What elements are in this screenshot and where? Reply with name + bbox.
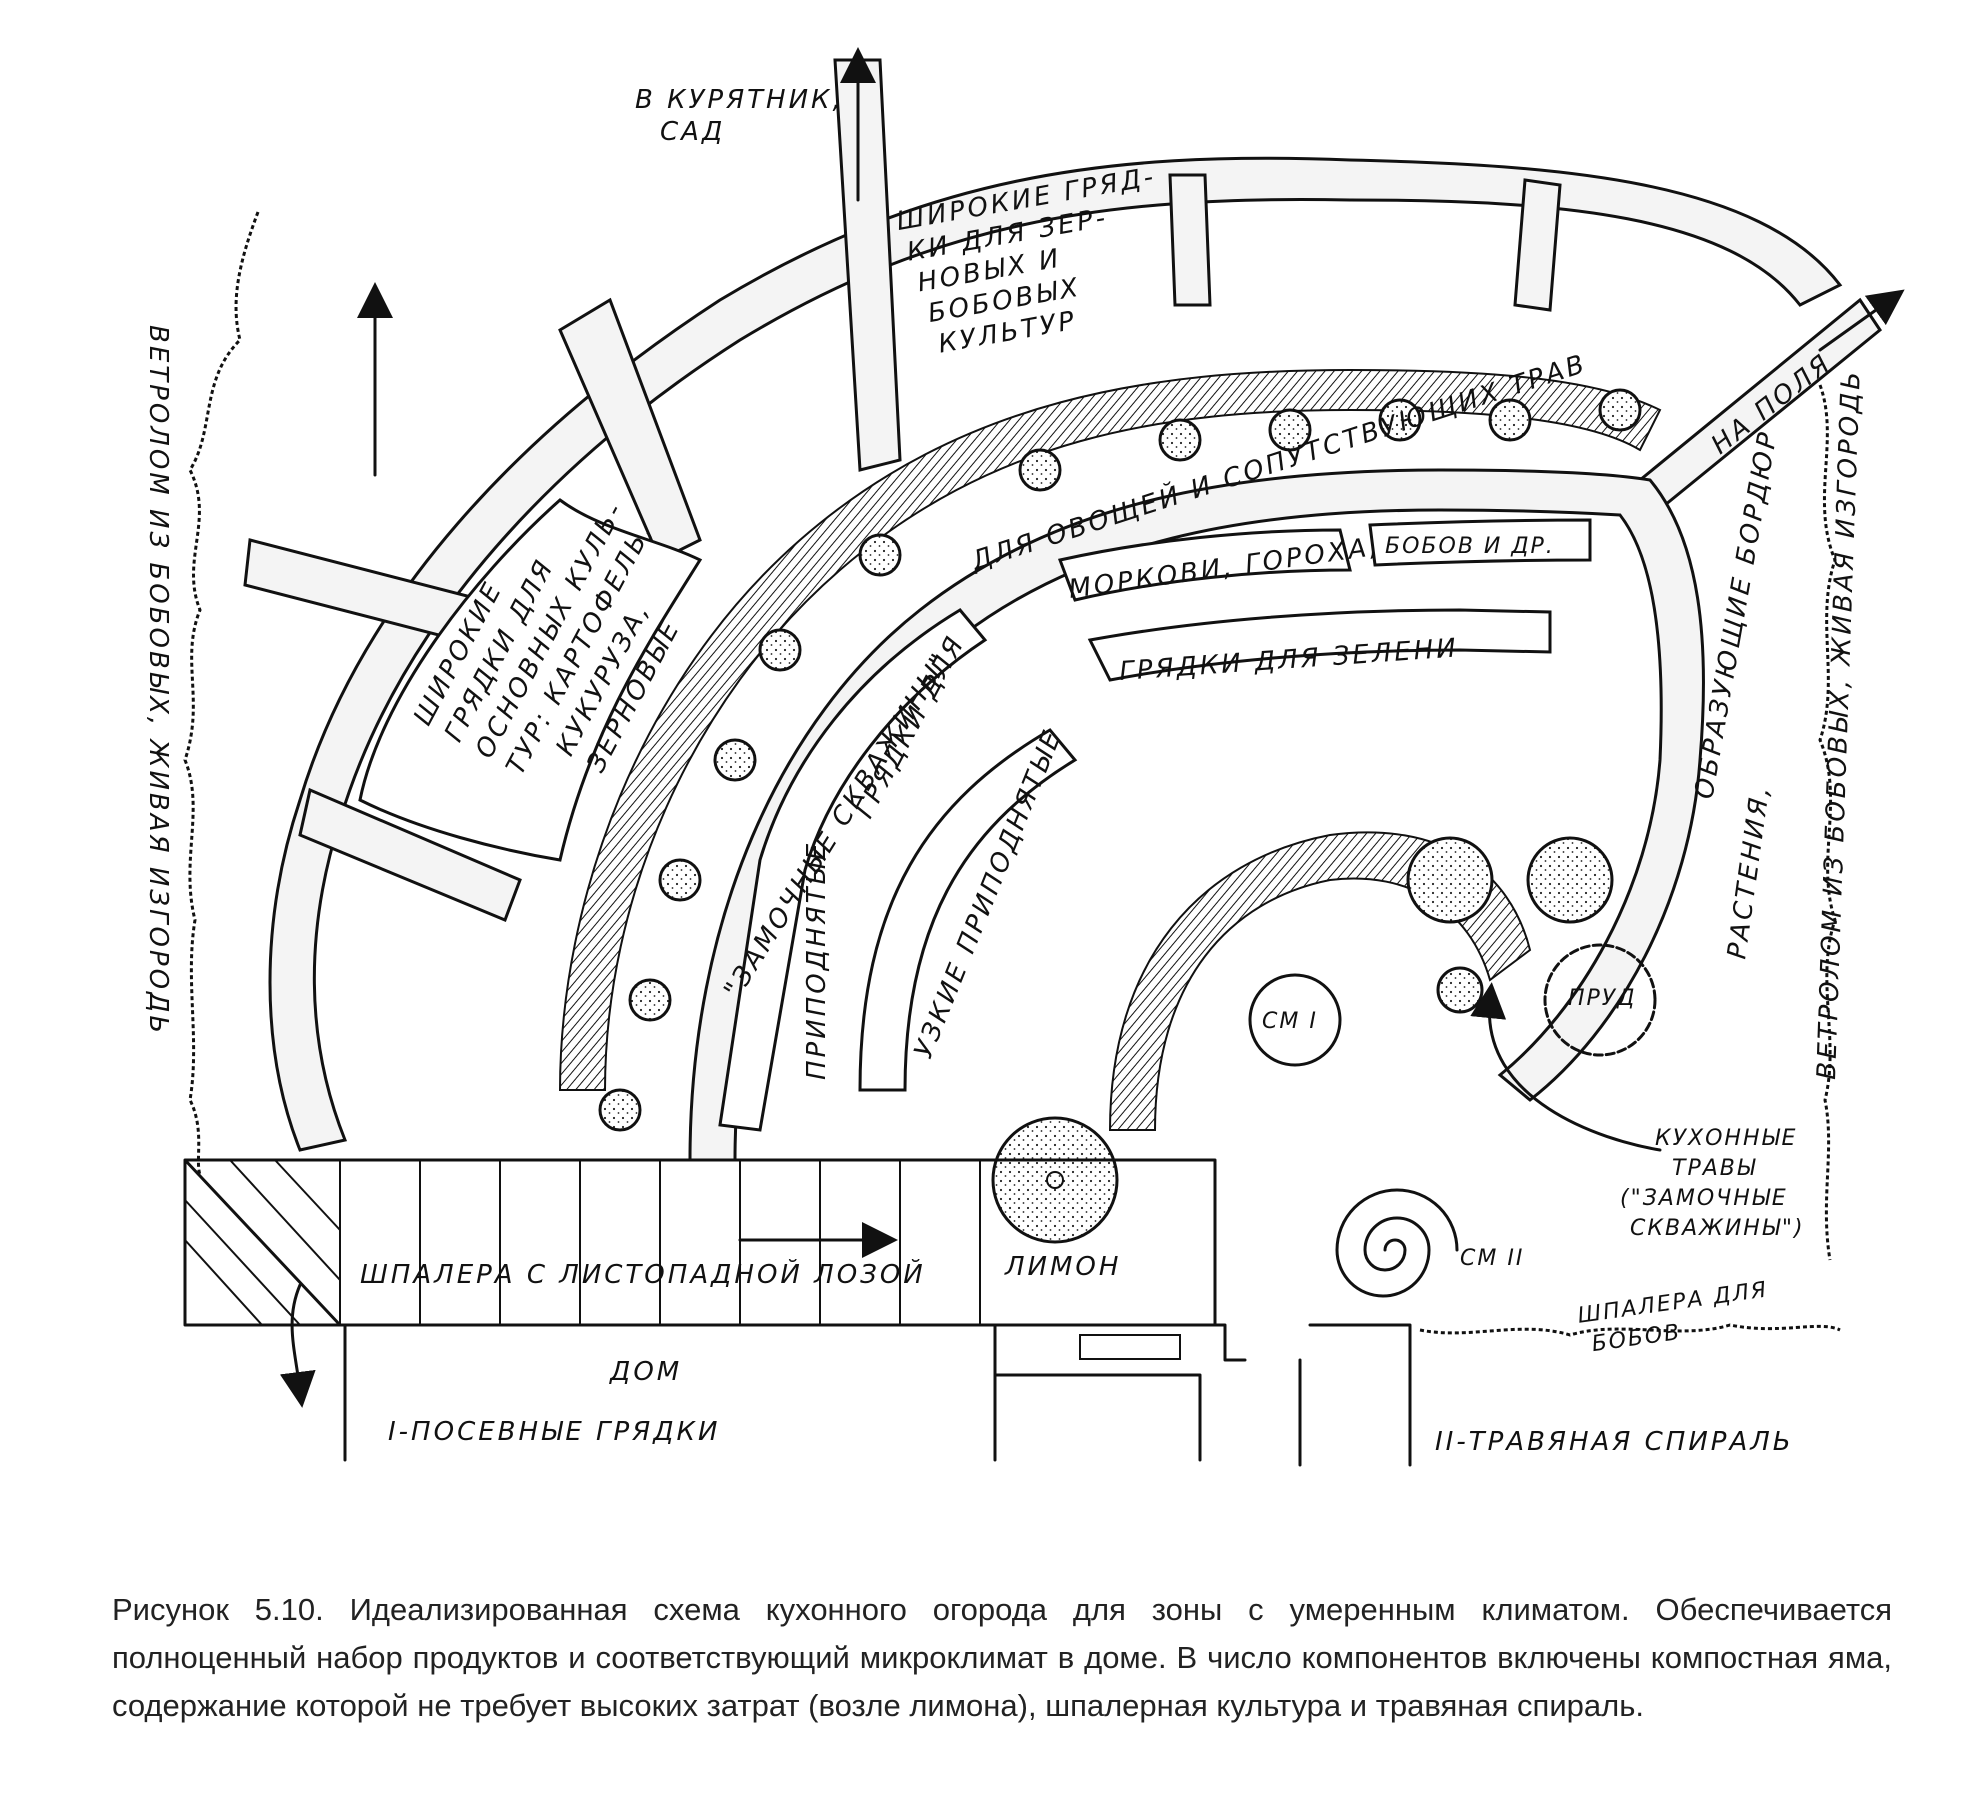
- herbs-arrow: [1470, 982, 1662, 1152]
- svg-text:("ЗАМОЧНЫЕ: ("ЗАМОЧНЫЕ: [1620, 1186, 1788, 1211]
- svg-text:СКВАЖИНЫ"): СКВАЖИНЫ"): [1630, 1216, 1805, 1241]
- carrots-peas-bed: [1057, 528, 1352, 602]
- path-spur-1: [558, 297, 702, 563]
- herb-keyhole-2: [1526, 836, 1614, 924]
- label-border-plants: ОБРАЗУЮЩИЕ БОРДЮР: [1689, 428, 1783, 801]
- outer-perimeter-path: [268, 156, 1843, 1152]
- raised-bed-outer: [718, 608, 988, 1132]
- herb-spiral: [1335, 1188, 1459, 1298]
- figure-caption: Рисунок 5.10. Идеализированная схема кух…: [112, 1592, 1892, 1723]
- label-house: ДОМ: [609, 1357, 682, 1387]
- sowing-center: [1248, 973, 1342, 1067]
- label-raised: ПРИПОДНЯТЫЕ: [802, 841, 832, 1080]
- pond: [1543, 943, 1657, 1057]
- bottom-right-hedge: [1419, 1323, 1841, 1337]
- label-see-2: СМ II: [1460, 1246, 1524, 1271]
- beans-bed: [1368, 518, 1592, 567]
- label-coop: В КУРЯТНИК,: [635, 85, 844, 115]
- legend-sowing-beds: I-ПОСЕВНЫЕ ГРЯДКИ: [388, 1417, 720, 1447]
- keyhole-ring-outer: [558, 368, 1662, 1091]
- label-kitchen-herbs: КУХОННЫЕ ТРАВЫ ("ЗАМОЧНЫЕ СКВАЖИНЫ"): [1620, 1126, 1805, 1241]
- svg-text:БОБОВ: БОБОВ: [1590, 1320, 1683, 1357]
- keyhole-pods-left: [598, 533, 902, 1132]
- left-windbreak-hedge: [183, 211, 260, 1176]
- svg-text:ТРАВЫ: ТРАВЫ: [1672, 1156, 1757, 1181]
- greens-bed: [1087, 608, 1552, 682]
- fields-arrow: [1818, 289, 1905, 352]
- path-spur-3: [298, 787, 522, 922]
- label-trellis-vine: ШПАЛЕРА С ЛИСТОПАДНОЙ ЛОЗОЙ: [360, 1258, 926, 1290]
- lemon-tree-center: [1046, 1171, 1064, 1189]
- svg-text:КУХОННЫЕ: КУХОННЫЕ: [1655, 1126, 1797, 1151]
- label-garden: САД: [660, 117, 725, 147]
- legend-herb-spiral: II-ТРАВЯНАЯ СПИРАЛЬ: [1435, 1427, 1794, 1457]
- label-plants: РАСТЕНИЯ,: [1722, 782, 1776, 961]
- narrow-raised-bed: [858, 728, 1078, 1092]
- path-spur-4: [1168, 173, 1212, 307]
- lemon-tree: [991, 1116, 1119, 1244]
- keyhole-pods-top: [1018, 388, 1642, 492]
- house-walls: [343, 1323, 1412, 1467]
- label-trellis-beans: ШПАЛЕРА ДЛЯ БОБОВ: [1576, 1277, 1770, 1357]
- trellis-posts: [339, 1160, 981, 1325]
- label-windbreak-right: ВЕТРОЛОМ ИЗ БОБОВЫХ, ЖИВАЯ ИЗГОРОДЬ: [1812, 368, 1867, 1080]
- label-windbreak-left: ВЕТРОЛОМ ИЗ БОБОВЫХ, ЖИВАЯ ИЗГОРОДЬ: [143, 325, 173, 1036]
- right-windbreak-hedge: [1818, 384, 1837, 1261]
- label-beans-etc: БОБОВ И ДР.: [1385, 534, 1555, 559]
- label-wide-beds-grain: ШИРОКИЕ ГРЯД- КИ ДЛЯ ЗЕР- НОВЫХ И БОБОВЫ…: [894, 162, 1158, 360]
- stairs: [183, 1158, 342, 1327]
- label-pond: ПРУД: [1568, 986, 1636, 1011]
- sowing-beds-fan: [1108, 831, 1532, 1131]
- path-spur-5: [1513, 178, 1562, 312]
- label-lemon: ЛИМОН: [1004, 1252, 1121, 1282]
- herb-keyhole-1: [1406, 836, 1494, 924]
- herb-keyhole-3: [1436, 966, 1484, 1014]
- kitchen-appliance: [1079, 1334, 1181, 1360]
- wide-beds-main-crops: [358, 498, 703, 862]
- stairs-down-arrow: [279, 1283, 316, 1408]
- label-see-1: СМ I: [1262, 1009, 1318, 1034]
